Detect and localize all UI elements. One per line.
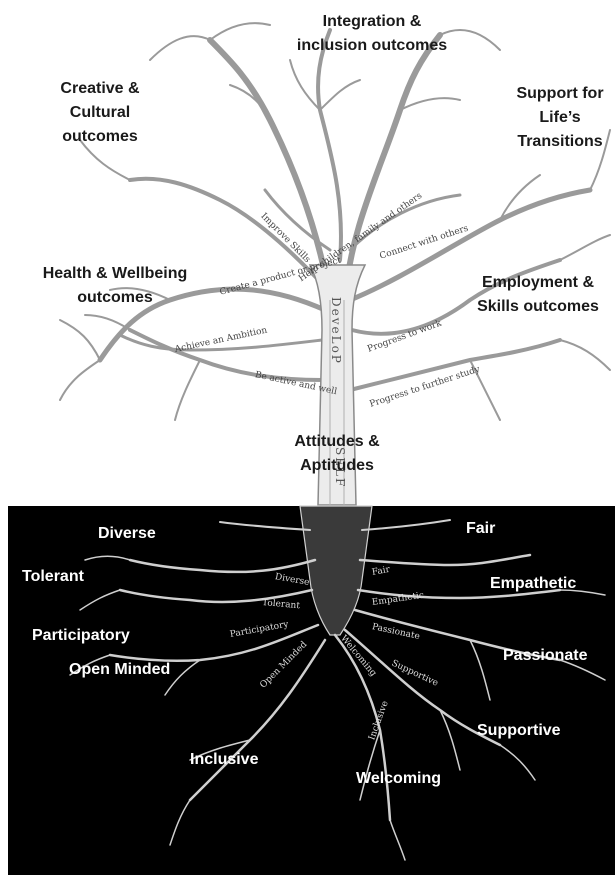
label-welcoming: Welcoming bbox=[356, 770, 442, 787]
label-passionate: Passionate bbox=[503, 647, 588, 664]
trunk bbox=[308, 264, 367, 506]
root-trunk bbox=[299, 505, 373, 636]
label-diverse: Diverse bbox=[98, 525, 156, 542]
label-empathetic: Empathetic bbox=[490, 575, 577, 592]
label-tolerant: Tolerant bbox=[22, 568, 84, 585]
trunk-text-develop: DeveLoP bbox=[329, 297, 343, 365]
label-participatory: Participatory bbox=[32, 627, 130, 644]
label-open-minded: Open Minded bbox=[69, 661, 171, 678]
label-inclusive: Inclusive bbox=[190, 751, 259, 768]
label-attitudes-aptitudes: Attitudes & Aptitudes bbox=[294, 433, 380, 474]
label-creative-outcomes: Creative & Cultural outcomes bbox=[60, 80, 140, 145]
label-employment-skills: Employment & Skills outcomes bbox=[477, 274, 599, 315]
canopy-branches bbox=[59, 22, 611, 421]
label-fair: Fair bbox=[466, 520, 496, 537]
label-life-transitions: Support for Life’s Transitions bbox=[516, 85, 604, 150]
label-supportive: Supportive bbox=[477, 722, 561, 739]
root-system bbox=[69, 519, 606, 861]
label-health-wellbeing: Health & Wellbeing outcomes bbox=[42, 265, 188, 306]
label-integration-outcomes: Integration & inclusion outcomes bbox=[296, 13, 448, 54]
